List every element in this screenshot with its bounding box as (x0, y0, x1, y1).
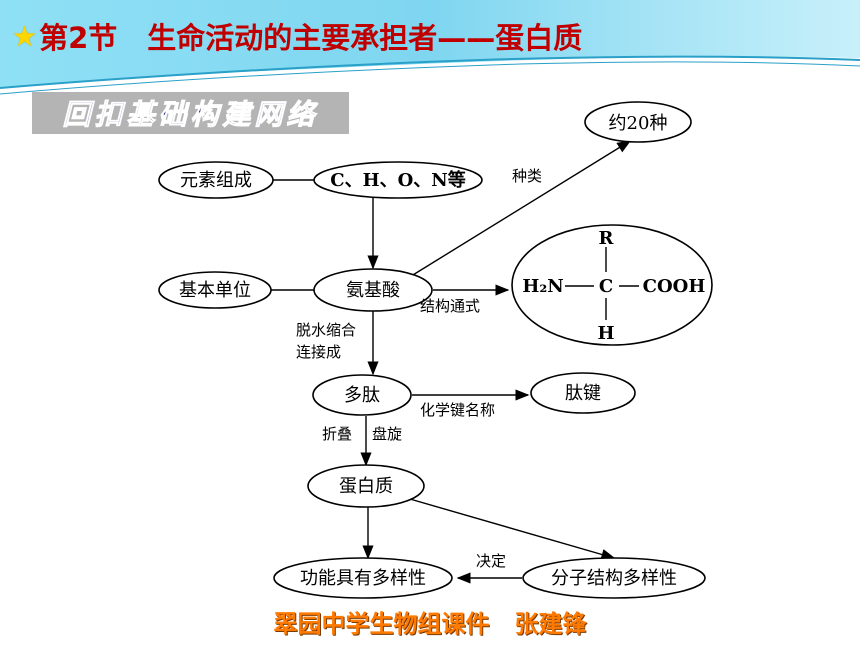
node-structure-diversity: 分子结构多样性 (522, 557, 706, 599)
node-function-diversity: 功能具有多样性 (273, 557, 453, 599)
node-kinds: 约20种 (584, 101, 692, 143)
formula-c: C (599, 276, 613, 297)
section-heading: 生命活动的主要承担者——蛋白质 (147, 21, 583, 55)
star-icon: ★ (12, 19, 38, 53)
svg-text:功能具有多样性: 功能具有多样性 (300, 568, 426, 589)
node-general-formula: R H₂N C COOH H (511, 224, 713, 346)
node-chon: C、H、O、N等 (313, 161, 483, 199)
node-elements: 元素组成 (158, 161, 274, 199)
review-banner: 回扣基础构建网络 (32, 92, 349, 134)
footer-credit: 翠园中学生物组课件 张建锋 (273, 610, 587, 638)
connectors (270, 140, 632, 584)
svg-text:氨基酸: 氨基酸 (346, 280, 400, 301)
section-number: 第2节 (39, 21, 118, 55)
node-polypeptide: 多肽 (312, 374, 412, 416)
svg-text:分子结构多样性: 分子结构多样性 (551, 568, 677, 589)
svg-text:基本单位: 基本单位 (179, 280, 251, 301)
label-coil: 盘旋 (372, 425, 402, 443)
node-basic-unit: 基本单位 (158, 271, 272, 309)
svg-text:约20种: 约20种 (609, 113, 668, 134)
label-fold: 折叠 (322, 425, 352, 443)
formula-h: H (597, 323, 614, 344)
label-types: 种类 (512, 167, 542, 185)
svg-text:元素组成: 元素组成 (180, 170, 252, 191)
svg-text:C、H、O、N等: C、H、O、N等 (330, 169, 465, 191)
svg-text:多肽: 多肽 (344, 385, 380, 406)
slide-title: ★ 第2节 生命活动的主要承担者——蛋白质 (12, 14, 582, 58)
node-amino-acid: 氨基酸 (313, 268, 433, 312)
label-dehydration-1: 脱水缩合 (296, 321, 356, 339)
label-chemical-bond-name: 化学键名称 (420, 401, 495, 419)
arrow-protein-structure (402, 496, 616, 560)
node-protein: 蛋白质 (307, 464, 425, 508)
formula-r: R (599, 228, 615, 249)
label-dehydration-2: 连接成 (296, 343, 341, 361)
formula-cooh: COOH (643, 276, 706, 297)
svg-text:肽键: 肽键 (565, 383, 601, 404)
arrow-amino-kinds (407, 140, 632, 279)
label-structural-formula: 结构通式 (420, 297, 480, 315)
label-determines: 决定 (476, 552, 506, 570)
svg-text:蛋白质: 蛋白质 (339, 476, 393, 497)
formula-h2n: H₂N (522, 276, 563, 297)
review-banner-text: 回扣基础构建网络 (62, 98, 319, 132)
node-peptide-bond: 肽键 (530, 372, 636, 414)
